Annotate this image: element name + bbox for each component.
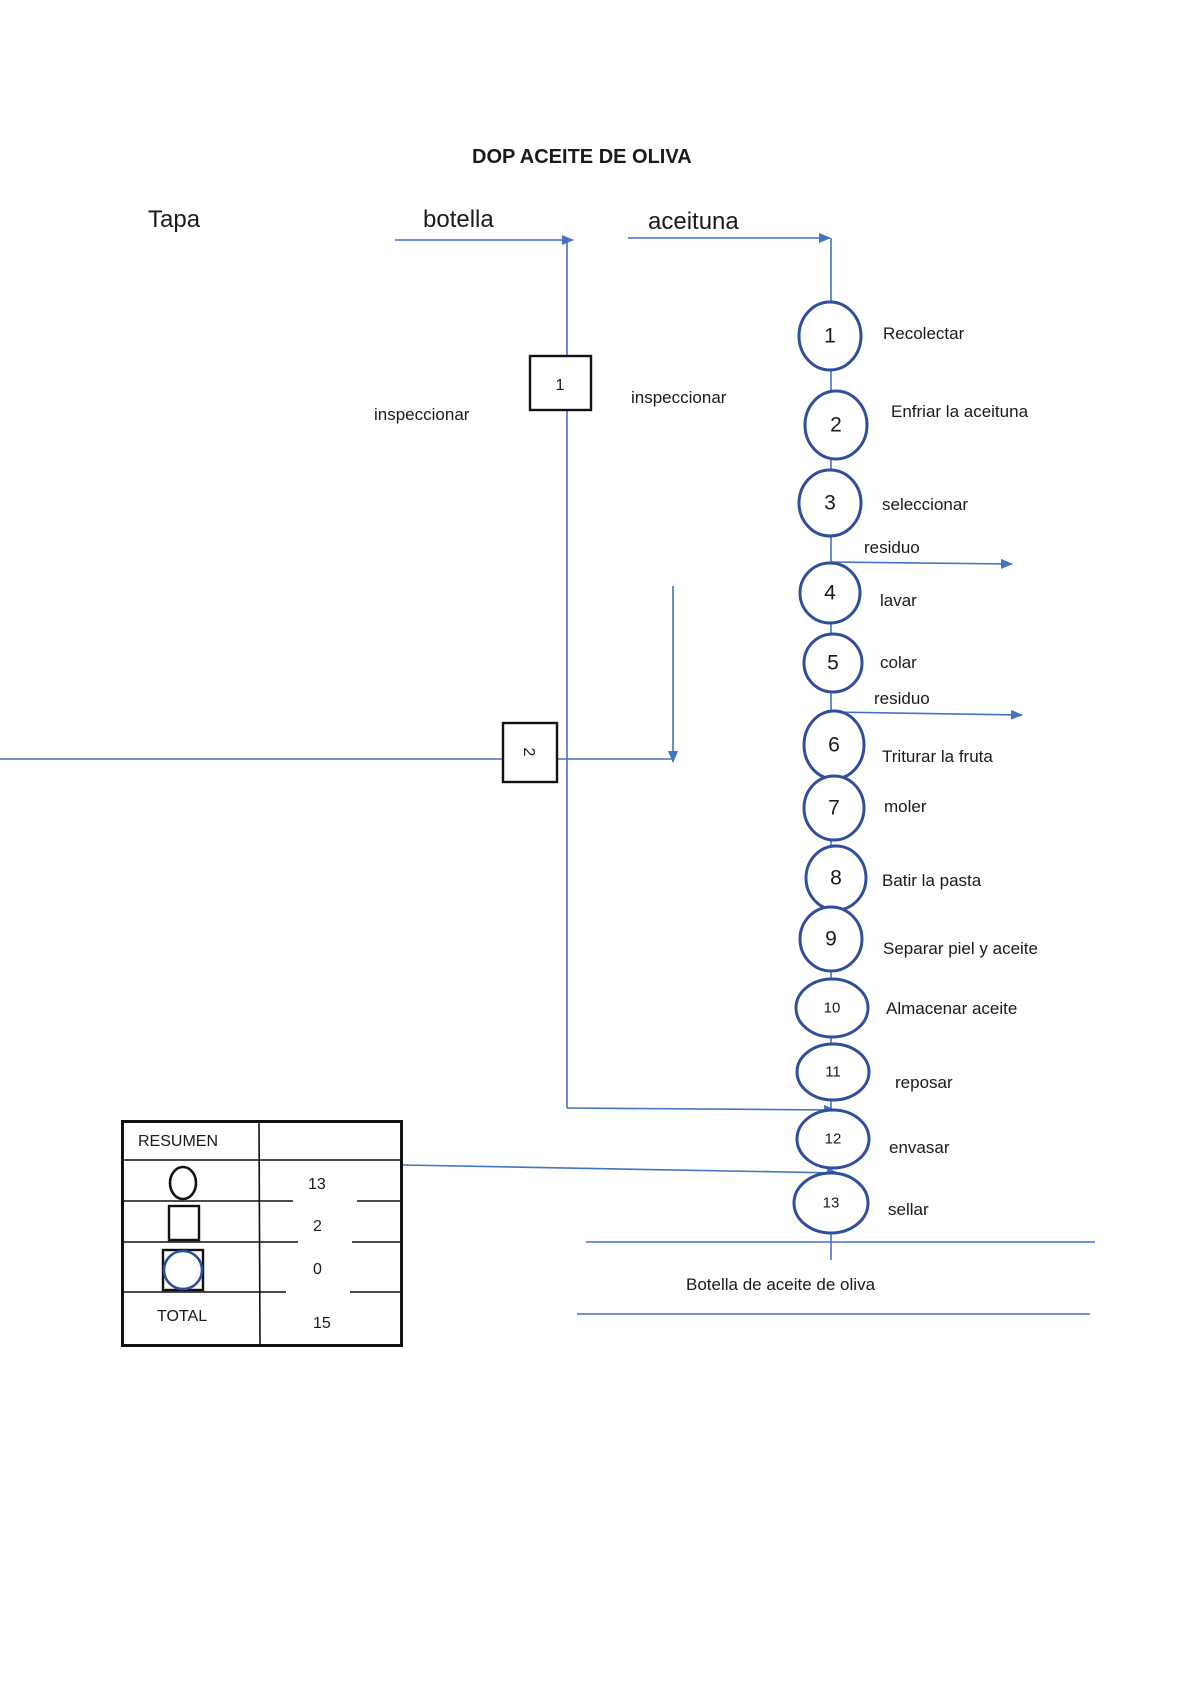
operation-label-2: Enfriar la aceituna [891,402,1029,421]
inspection-number-2: 2 [520,748,537,757]
operation-label-4: lavar [880,591,917,610]
operation-label-1: Recolectar [883,324,965,343]
operation-number-11: 11 [825,1064,841,1081]
operation-label-9: Separar piel y aceite [883,939,1038,958]
operation-circle-4 [798,561,862,625]
operation-number-12: 12 [825,1131,842,1148]
inspection-box-2 [501,721,559,784]
summary-value-combined: 0 [313,1261,322,1278]
summary-value-operations: 13 [308,1176,326,1193]
operation-number-1: 1 [824,325,836,348]
operation-circle-5 [802,632,864,694]
operation-label-6: Triturar la fruta [882,747,993,766]
operation-number-3: 3 [824,492,836,515]
operation-label-5: colar [880,653,917,672]
summary-combined-circle-icon [162,1249,204,1291]
input-label-tapa: Tapa [148,206,201,233]
summary-table [121,1120,403,1347]
operation-label-11: reposar [895,1073,953,1092]
operation-number-2: 2 [830,414,842,437]
diagram-title: DOP ACEITE DE OLIVA [472,146,692,168]
residue-label-1: residuo [864,538,920,557]
operation-label-13: sellar [888,1200,929,1219]
summary-column-divider [258,1119,261,1346]
operation-circle-1 [797,300,863,372]
summary-square-icon [167,1204,201,1242]
operation-circle-11 [795,1042,871,1102]
residue-arrow-2 [830,709,1023,720]
operation-number-4: 4 [824,582,836,605]
operation-number-7: 7 [828,797,840,820]
operation-label-8: Batir la pasta [882,871,982,890]
inspection-box-1 [528,354,593,412]
operation-label-10: Almacenar aceite [886,999,1018,1018]
botella-to-envasar-arrow [566,1104,836,1115]
operation-label-12: envasar [889,1138,950,1157]
operation-number-10: 10 [824,1000,841,1017]
operation-label-7: moler [884,797,927,816]
operation-number-6: 6 [828,734,840,757]
operation-number-5: 5 [827,652,839,675]
inspection-number-1: 1 [556,377,565,394]
residue-label-2: residuo [874,689,930,708]
summary-total-value: 15 [313,1315,331,1332]
input-label-aceituna: aceituna [648,208,739,235]
operation-number-8: 8 [830,867,842,890]
operation-circle-12 [795,1108,871,1170]
operation-circle-3 [797,468,863,538]
operation-circle-10 [794,977,870,1039]
summary-circle-icon [168,1165,198,1201]
summary-value-inspections: 2 [313,1218,322,1235]
operation-label-3: seleccionar [882,495,968,514]
output-label: Botella de aceite de oliva [686,1275,876,1294]
summary-header: RESUMEN [138,1133,219,1150]
inspection-label-left: inspeccionar [374,405,470,424]
inspection-label-right: inspeccionar [631,388,727,407]
operation-circle-2 [803,389,869,461]
operation-number-13: 13 [823,1195,840,1212]
operation-circle-9 [798,905,864,973]
operation-circle-7 [802,774,866,842]
summary-to-sellar-arrow [402,1164,839,1178]
operation-number-9: 9 [825,928,837,951]
operation-circle-13 [792,1171,870,1235]
input-label-botella: botella [423,206,494,233]
summary-total-label: TOTAL [157,1308,208,1325]
residue-arrow-1 [830,558,1013,569]
